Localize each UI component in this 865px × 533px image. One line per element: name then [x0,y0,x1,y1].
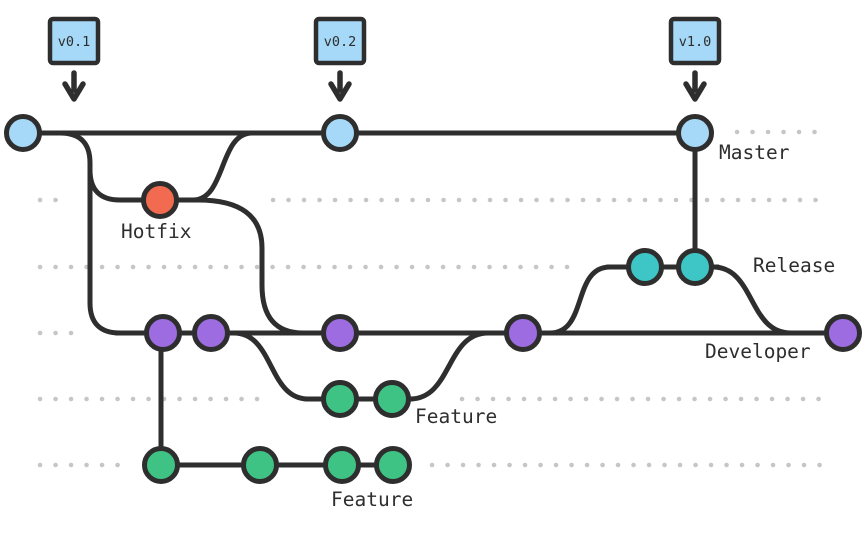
master-to-developer-branch [57,130,123,336]
commit-nodes [4,114,862,484]
commit-release-2 [676,248,714,286]
commit-master-2 [321,114,359,152]
version-tags [47,16,722,66]
tag-box-v0-2 [313,16,367,66]
commit-hotfix-1 [141,181,179,219]
hotfix-merge-to-master [190,130,255,203]
arrow-down-icon [328,70,352,102]
commit-feature-upper-1 [321,380,359,418]
commit-developer-1 [144,314,182,352]
commit-feature-lower-3 [323,446,361,484]
tag-box-v1-0 [668,16,722,66]
commit-master-1 [4,114,42,152]
commit-developer-3 [321,314,359,352]
arrow-down-icon [62,70,86,102]
label-release: Release [753,254,835,277]
label-feature-lower: Feature [331,488,413,511]
label-hotfix: Hotfix [121,220,192,243]
label-developer: Developer [705,340,811,363]
commit-feature-lower-2 [241,446,279,484]
commit-feature-lower-1 [142,446,180,484]
commit-developer-5 [824,314,862,352]
feature1-merge-to-developer [407,330,491,402]
tag-label-v0-1: v0.1 [58,34,91,50]
version-tag-labels: v0.1 v0.2 v1.0 [58,34,712,50]
release-merge-to-developer [710,264,794,336]
arrow-down-icon [683,70,707,102]
tag-arrows [62,70,707,102]
commit-feature-lower-4 [374,446,412,484]
commit-developer-4 [504,314,542,352]
timeline-dots [37,129,831,468]
tag-label-v0-2: v0.2 [324,34,357,50]
commit-feature-upper-2 [373,380,411,418]
commit-developer-2 [192,314,230,352]
release-branch-off [547,264,613,336]
label-feature-upper: Feature [415,405,497,428]
tag-label-v1-0: v1.0 [679,34,712,50]
commit-master-3 [676,114,714,152]
tag-box-v0-1 [47,16,101,66]
hotfix-branch-line [87,167,203,203]
branch-lines [20,130,846,468]
commit-release-1 [626,248,664,286]
feature1-branch-off [231,330,311,402]
hotfix-merge-to-developer [195,197,306,336]
branch-labels: Master Hotfix Release Developer Feature … [121,141,835,511]
label-master: Master [719,141,789,164]
